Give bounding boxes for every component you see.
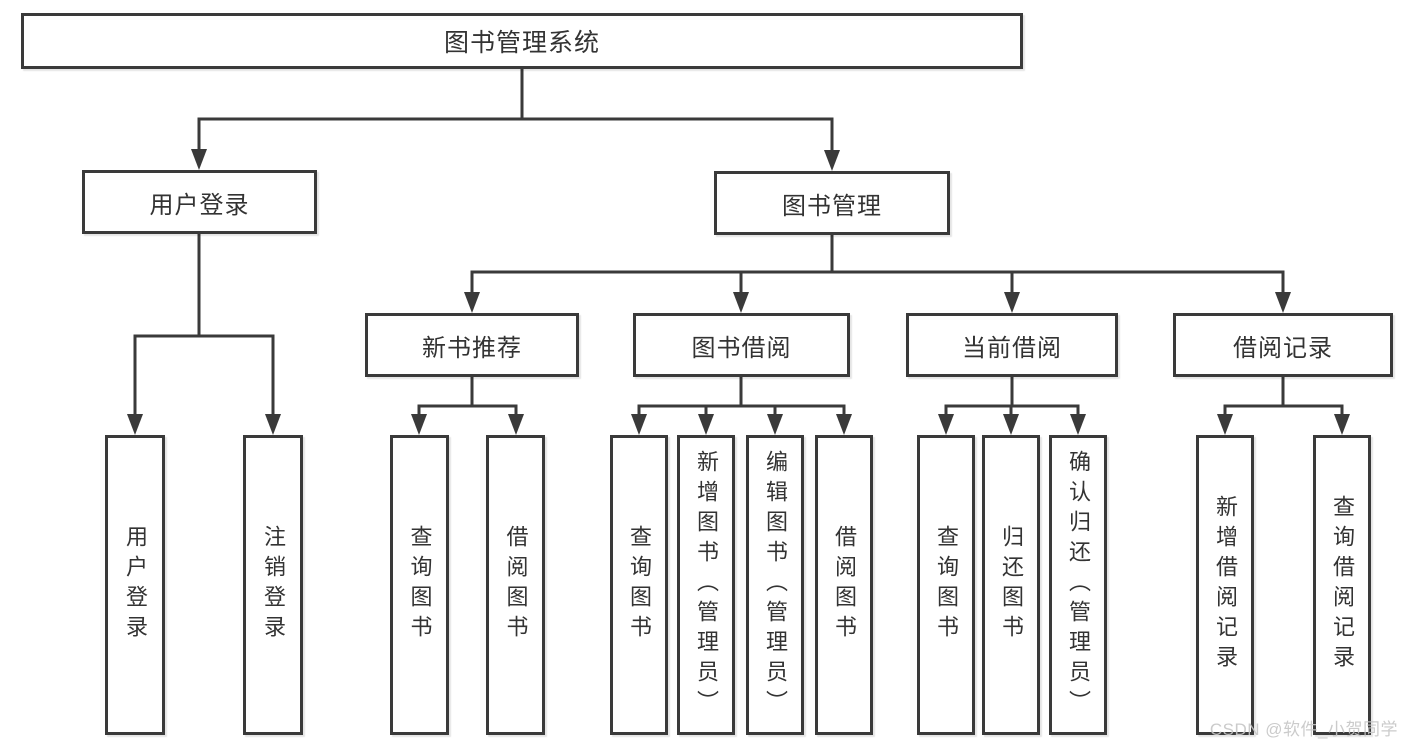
node-book-borrow: 图书借阅 xyxy=(633,313,850,377)
leaf-borrow-books-recommend: 借阅图书 xyxy=(486,435,545,735)
arrow-down-icon xyxy=(464,292,480,313)
node-label: 查询图书 xyxy=(407,525,433,645)
leaf-borrow-books: 借阅图书 xyxy=(815,435,873,735)
leaf-query-books-recommend: 查询图书 xyxy=(390,435,449,735)
arrow-down-icon xyxy=(631,414,647,435)
node-label: 借阅记录 xyxy=(1233,334,1333,362)
node-label: 新书推荐 xyxy=(422,334,522,362)
node-label: 注销登录 xyxy=(261,525,286,645)
arrowheads xyxy=(127,149,1350,435)
arrow-down-icon xyxy=(1004,292,1020,313)
leaf-add-books-admin: 新增图书（管理员） xyxy=(677,435,735,735)
arrow-down-icon xyxy=(1275,292,1291,313)
node-label: 用户登录 xyxy=(123,525,148,645)
node-root-system: 图书管理系统 xyxy=(21,13,1023,69)
node-label: 借阅图书 xyxy=(503,525,529,645)
leaf-logout: 注销登录 xyxy=(243,435,303,735)
arrow-down-icon xyxy=(1217,414,1233,435)
node-label: 当前借阅 xyxy=(962,334,1062,362)
arrow-down-icon xyxy=(698,414,714,435)
arrow-down-icon xyxy=(508,414,524,435)
node-label: 图书借阅 xyxy=(691,334,792,362)
node-label: 新增图书（管理员） xyxy=(694,450,719,720)
arrow-down-icon xyxy=(1334,414,1350,435)
node-label: 图书管理 xyxy=(782,192,882,220)
arrow-down-icon xyxy=(824,150,840,171)
leaf-confirm-return-admin: 确认归还（管理员） xyxy=(1049,435,1107,735)
node-label: 查询借阅记录 xyxy=(1330,495,1355,675)
node-label: 用户登录 xyxy=(149,191,250,219)
arrow-down-icon xyxy=(938,414,954,435)
node-label: 查询图书 xyxy=(627,525,652,645)
node-user-login: 用户登录 xyxy=(82,170,317,234)
arrow-down-icon xyxy=(191,149,207,170)
arrow-down-icon xyxy=(767,414,783,435)
arrow-down-icon xyxy=(265,414,281,435)
leaf-query-borrow-record: 查询借阅记录 xyxy=(1313,435,1371,735)
leaf-edit-books-admin: 编辑图书（管理员） xyxy=(746,435,804,735)
leaf-query-books-current: 查询图书 xyxy=(917,435,975,735)
node-book-management: 图书管理 xyxy=(714,171,950,235)
node-label: 图书管理系统 xyxy=(443,29,600,57)
csdn-watermark: CSDN @软件_小贺同学 xyxy=(1209,720,1398,739)
leaf-add-borrow-record: 新增借阅记录 xyxy=(1196,435,1254,735)
arrow-down-icon xyxy=(733,292,749,313)
node-label: 归还图书 xyxy=(999,525,1024,645)
node-label: 确认归还（管理员） xyxy=(1066,450,1091,720)
node-label: 借阅图书 xyxy=(832,525,857,645)
arrow-down-icon xyxy=(1003,414,1019,435)
leaf-query-books-borrow: 查询图书 xyxy=(610,435,668,735)
node-label: 编辑图书（管理员） xyxy=(763,450,788,720)
arrow-down-icon xyxy=(836,414,852,435)
node-new-book-recommend: 新书推荐 xyxy=(365,313,579,377)
arrow-down-icon xyxy=(127,414,143,435)
node-label: 查询图书 xyxy=(934,525,959,645)
arrow-down-icon xyxy=(1070,414,1086,435)
node-label: 新增借阅记录 xyxy=(1213,495,1238,675)
connector-path xyxy=(133,67,1344,418)
leaf-user-login: 用户登录 xyxy=(105,435,165,735)
node-borrow-records: 借阅记录 xyxy=(1173,313,1393,377)
node-current-borrow: 当前借阅 xyxy=(906,313,1118,377)
leaf-return-books: 归还图书 xyxy=(982,435,1040,735)
arrow-down-icon xyxy=(411,414,427,435)
